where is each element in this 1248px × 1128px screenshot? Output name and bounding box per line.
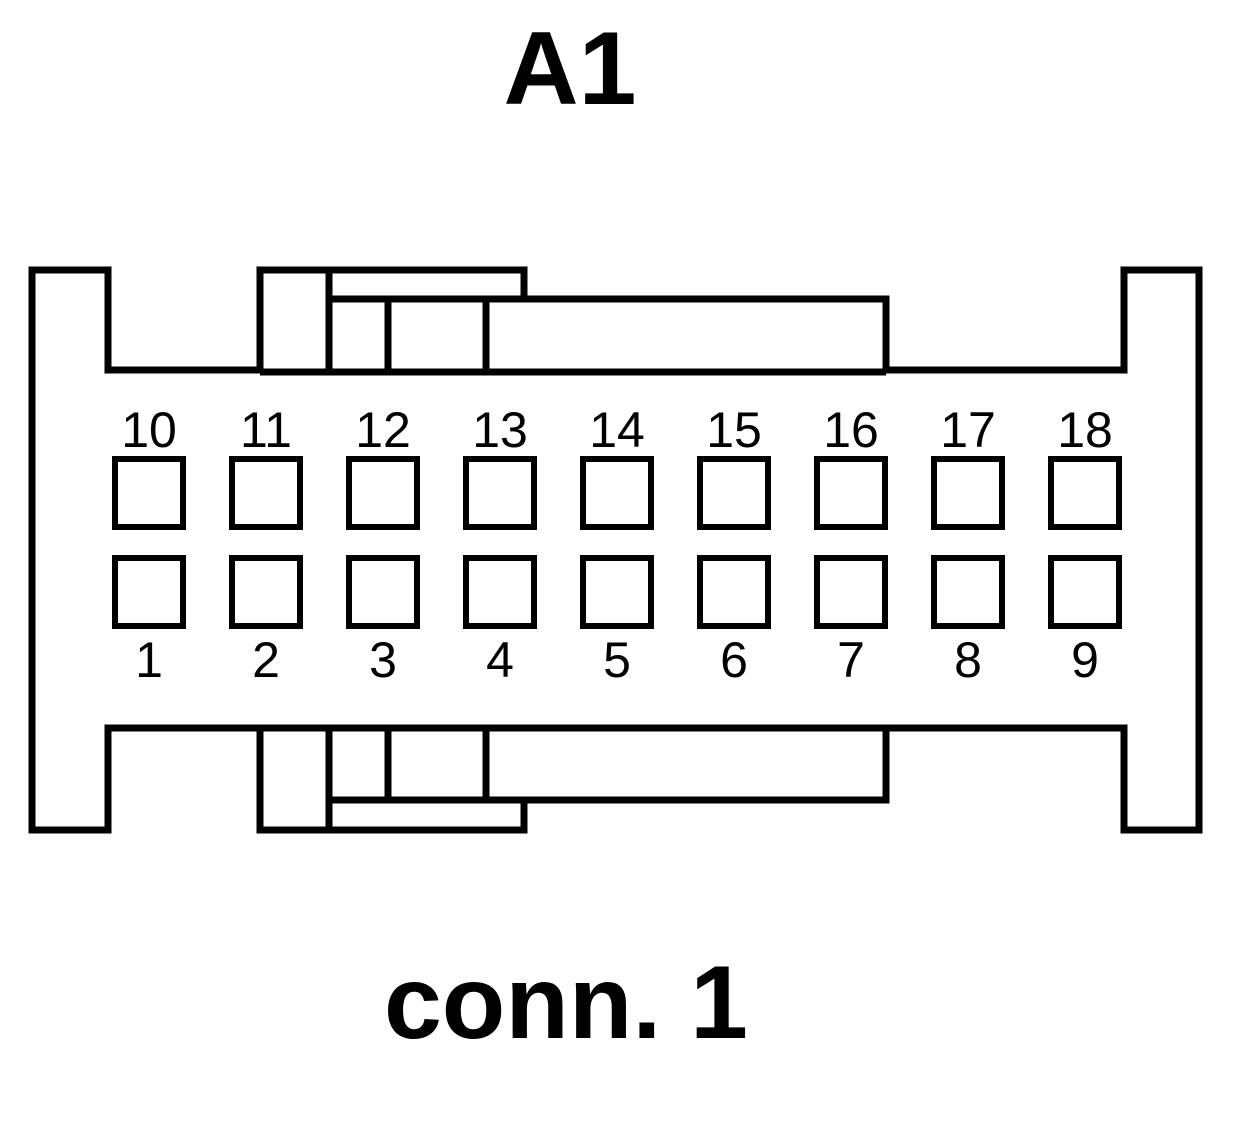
pin-label-2: 2 (252, 632, 280, 688)
top-pin-row: 10 11 12 13 14 15 16 17 18 (112, 402, 1122, 530)
connector-housing (28, 266, 1203, 834)
pin-2 (229, 555, 303, 629)
pin-1 (112, 555, 186, 629)
pin-label-17: 17 (940, 402, 996, 458)
pin-16 (814, 456, 888, 530)
pin-label-14: 14 (589, 402, 645, 458)
pin-5 (580, 555, 654, 629)
pin-18 (1048, 456, 1122, 530)
pin-label-1: 1 (135, 632, 163, 688)
pin-label-18: 18 (1057, 402, 1113, 458)
pin-15 (697, 456, 771, 530)
pin-label-16: 16 (823, 402, 879, 458)
connector-title: A1 (504, 11, 637, 127)
pin-label-9: 9 (1071, 632, 1099, 688)
pin-13 (463, 456, 537, 530)
pin-10 (112, 456, 186, 530)
pin-8 (931, 555, 1005, 629)
pin-label-10: 10 (121, 402, 177, 458)
top-latch (260, 270, 886, 376)
pin-12 (346, 456, 420, 530)
pin-label-6: 6 (720, 632, 748, 688)
pin-label-4: 4 (486, 632, 514, 688)
pin-6 (697, 555, 771, 629)
pin-label-5: 5 (603, 632, 631, 688)
pin-3 (346, 555, 420, 629)
pin-label-12: 12 (355, 402, 411, 458)
pin-label-11: 11 (240, 402, 292, 458)
pin-7 (814, 555, 888, 629)
connector-subtitle: conn. 1 (384, 945, 748, 1061)
pin-11 (229, 456, 303, 530)
pin-17 (931, 456, 1005, 530)
pin-label-3: 3 (369, 632, 397, 688)
pin-label-15: 15 (706, 402, 762, 458)
pin-label-13: 13 (472, 402, 528, 458)
pin-9 (1048, 555, 1122, 629)
bottom-pin-row: 1 2 3 4 5 6 7 8 9 (112, 555, 1122, 688)
pin-label-7: 7 (837, 632, 865, 688)
bottom-latch (260, 724, 886, 830)
pin-label-8: 8 (954, 632, 982, 688)
pin-14 (580, 456, 654, 530)
pin-4 (463, 555, 537, 629)
